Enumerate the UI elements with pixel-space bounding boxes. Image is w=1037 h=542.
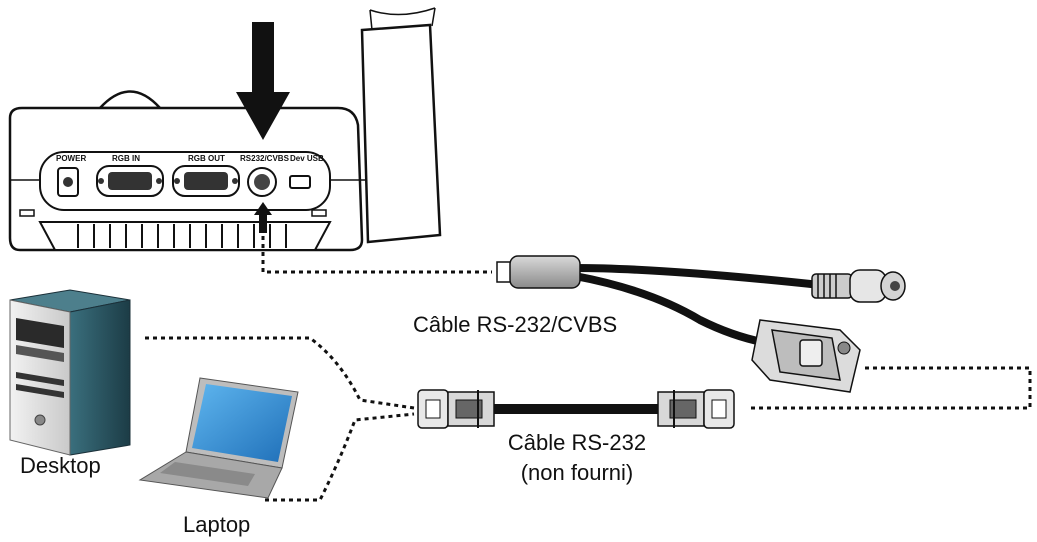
port-label: RS232/CVBS xyxy=(240,154,290,163)
desktop-label: Desktop xyxy=(20,453,101,478)
dotted-link-right xyxy=(748,366,1032,410)
port-label: RGB OUT xyxy=(188,154,225,163)
camera-arm xyxy=(360,23,442,244)
svideo-connector-icon xyxy=(496,255,581,289)
dotted-link-device xyxy=(261,236,492,274)
port-label: Dev USB xyxy=(290,154,324,163)
document-camera xyxy=(8,7,442,252)
db9-connector-right xyxy=(657,389,735,429)
desktop-tower-icon xyxy=(9,289,131,456)
port-label: RGB IN xyxy=(112,154,140,163)
up-arrow-icon xyxy=(254,202,272,233)
rs232-cable-label: Câble RS-232 (non fourni) xyxy=(497,430,657,486)
rs232-cvbs-cable-label: Câble RS-232/CVBS xyxy=(413,312,618,337)
svideo-end-plug xyxy=(811,269,906,303)
dotted-link-laptop xyxy=(265,412,415,502)
rs232-cable-label-line1: Câble RS-232 xyxy=(507,430,647,455)
device-port-labels: POWER RGB IN RGB OUT RS232/CVBS Dev USB xyxy=(56,154,324,163)
laptop-icon xyxy=(138,377,299,499)
camera-dome xyxy=(97,90,163,110)
rs232-cable xyxy=(417,389,735,429)
db9-connector-left xyxy=(417,389,495,429)
db9-connector-icon xyxy=(751,319,861,393)
laptop-label: Laptop xyxy=(183,512,251,537)
rs232-cable-label-line2: (non fourni) xyxy=(520,460,634,485)
rs232-cvbs-cable xyxy=(496,255,906,393)
port-label: POWER xyxy=(56,154,86,163)
dotted-link-desktop xyxy=(145,336,415,410)
down-arrow-icon xyxy=(236,22,290,140)
